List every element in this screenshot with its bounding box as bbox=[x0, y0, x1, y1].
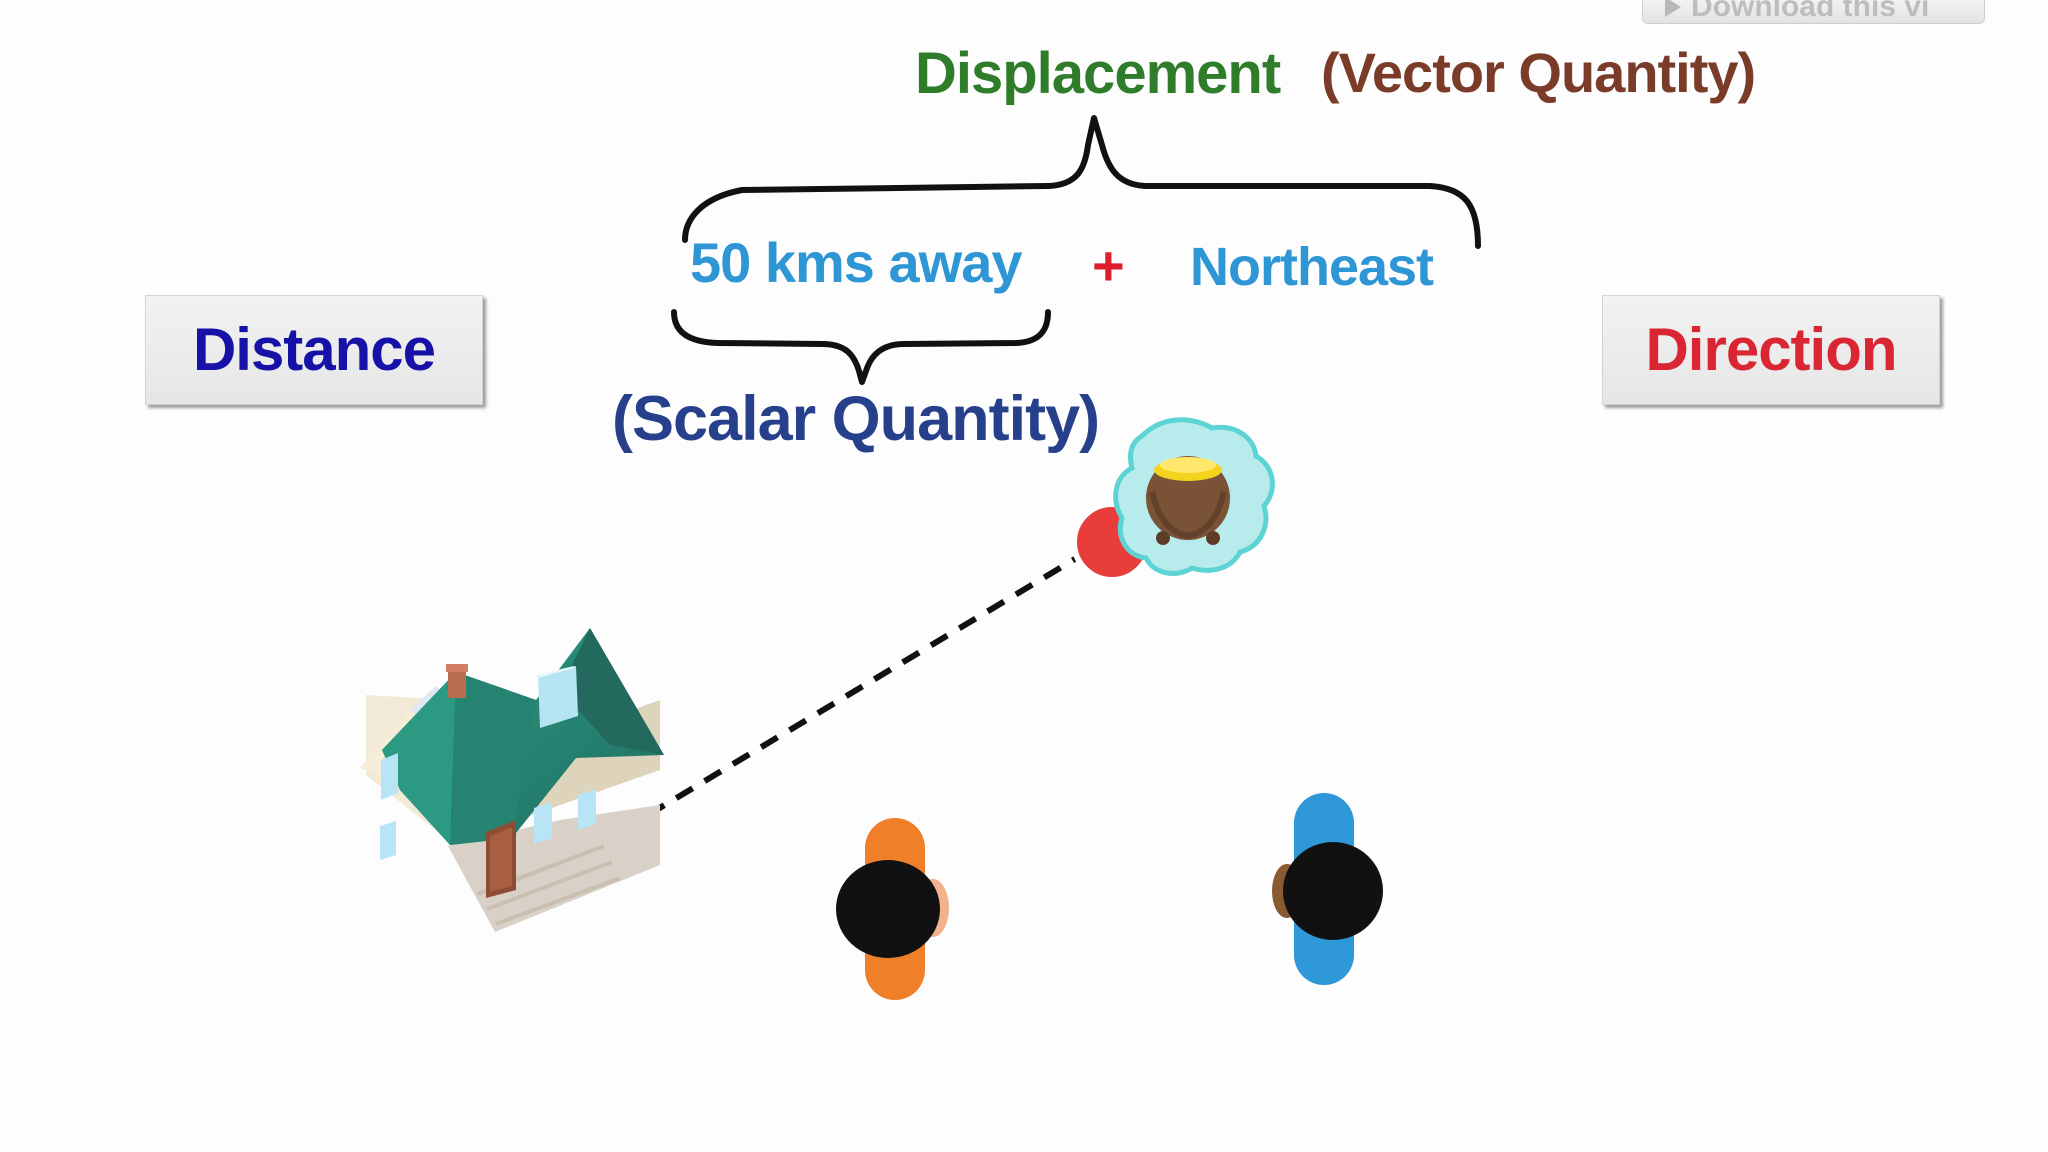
scalar-brace bbox=[671, 309, 1051, 385]
top-right-video-button[interactable]: Download this vi bbox=[1642, 0, 1985, 24]
vector-quantity-label: (Vector Quantity) bbox=[1321, 41, 1756, 104]
distance-box-label: Distance bbox=[192, 316, 436, 383]
distance-box: Distance bbox=[145, 295, 483, 405]
treasure-pot-icon bbox=[1113, 417, 1275, 576]
person-orange-icon bbox=[836, 818, 949, 1000]
direction-box: Direction bbox=[1602, 295, 1940, 405]
top-right-video-button-label: Download this vi bbox=[1691, 0, 1930, 23]
play-icon bbox=[1665, 0, 1681, 17]
scalar-quantity-label: (Scalar Quantity) bbox=[612, 384, 1100, 454]
direction-value-label: Northeast bbox=[1190, 237, 1434, 297]
plus-operator: + bbox=[1092, 234, 1125, 297]
direction-box-label: Direction bbox=[1645, 316, 1897, 383]
displacement-brace bbox=[682, 115, 1481, 249]
house-icon bbox=[360, 628, 664, 932]
distance-value-label: 50 kms away bbox=[690, 231, 1022, 294]
person-blue-icon bbox=[1272, 793, 1383, 985]
path-line bbox=[646, 553, 1082, 818]
displacement-label: Displacement bbox=[915, 41, 1281, 106]
